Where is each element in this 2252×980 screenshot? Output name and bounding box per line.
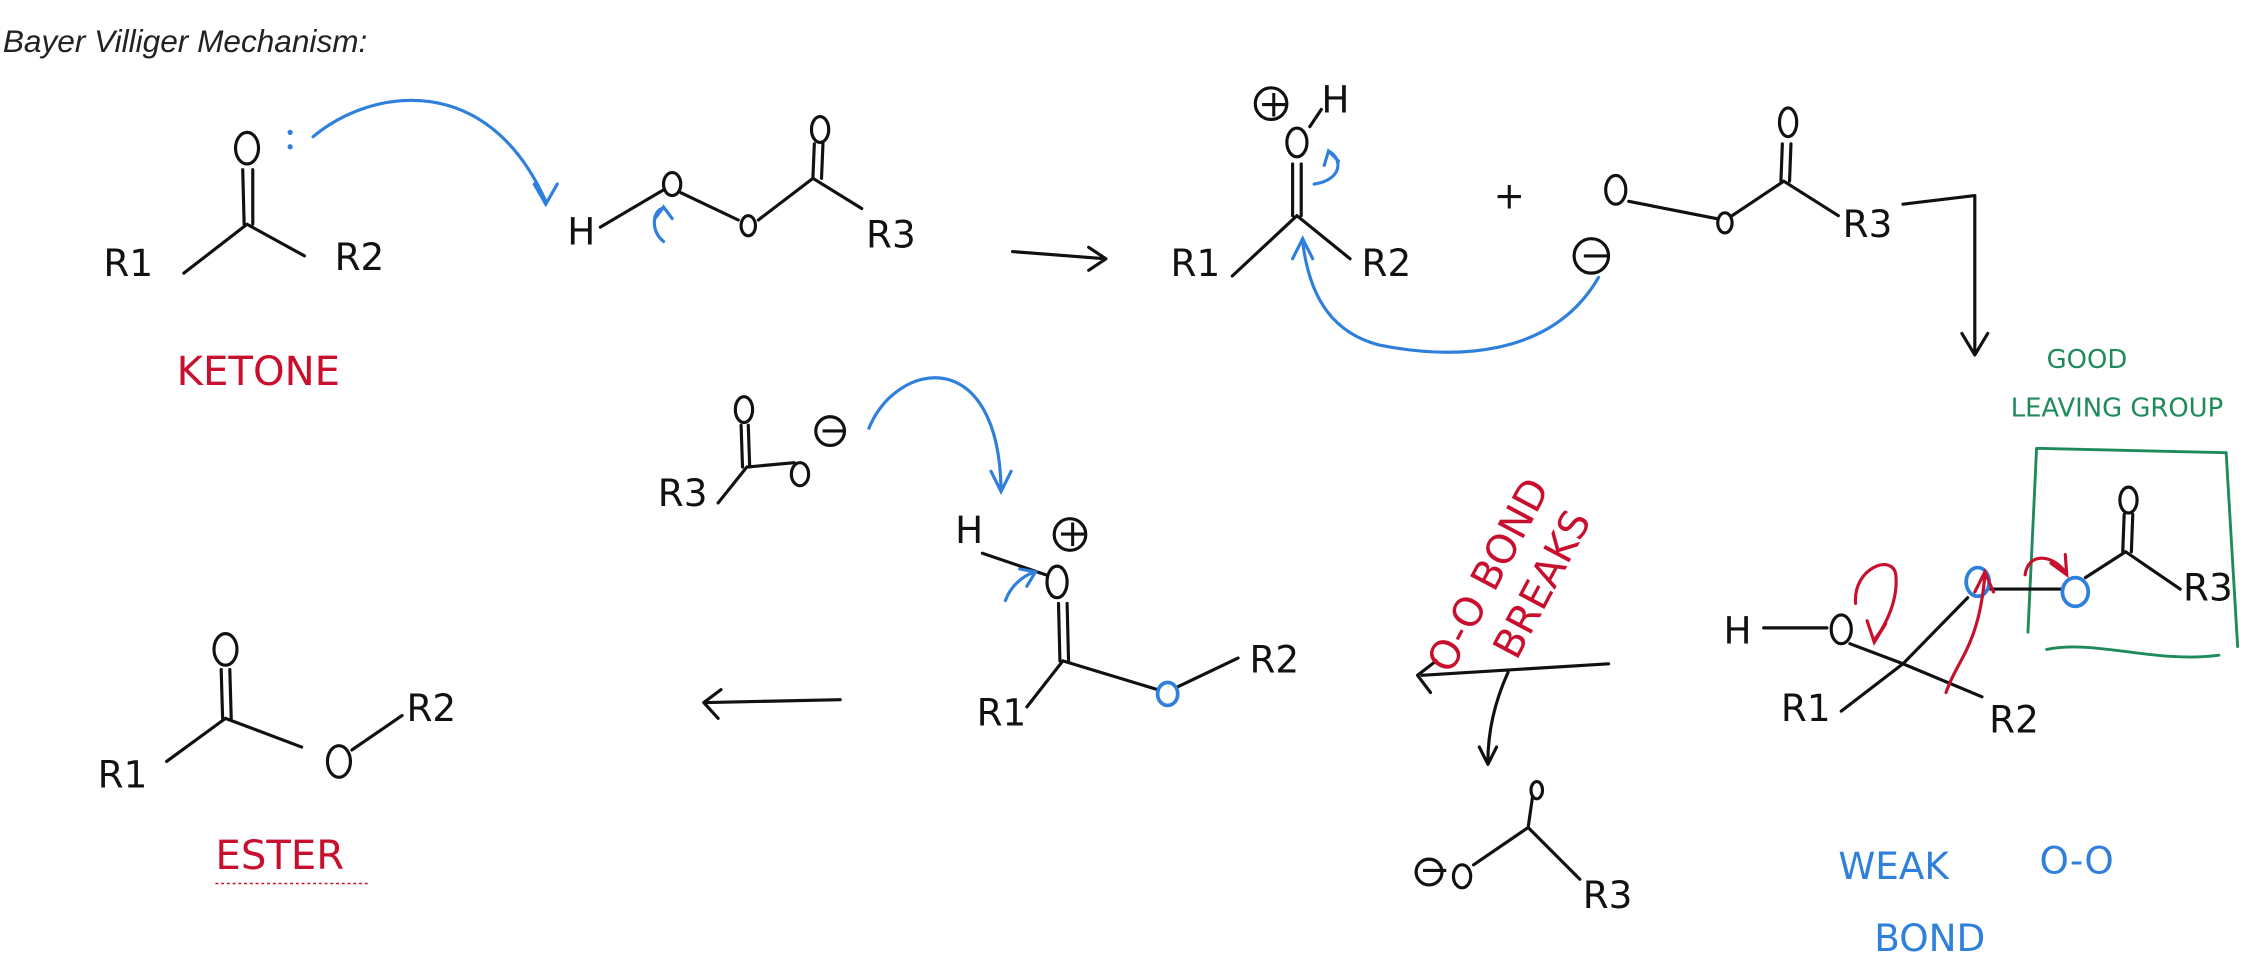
good-leaving-label: LEAVING GROUP bbox=[2011, 394, 2223, 424]
peroxycarboxylate: − R3 bbox=[1572, 106, 1893, 276]
svg-text:+: + bbox=[1258, 82, 1289, 126]
svg-text:R1: R1 bbox=[1781, 686, 1831, 730]
svg-text:−: − bbox=[819, 408, 850, 452]
protonated-ester: H + R1 R2 bbox=[955, 508, 1299, 734]
svg-text:R1: R1 bbox=[977, 691, 1027, 735]
svg-text:H: H bbox=[567, 209, 595, 253]
svg-text:H: H bbox=[955, 508, 983, 552]
curved-arrow bbox=[1291, 235, 1601, 354]
curved-arrow bbox=[311, 98, 559, 208]
page-title: Bayer Villiger Mechanism: bbox=[3, 23, 367, 59]
bond-label: BOND bbox=[1874, 916, 1985, 960]
svg-text:−: − bbox=[1419, 847, 1450, 891]
svg-text:R3: R3 bbox=[1843, 202, 1893, 246]
criegee-intermediate: H R1 R2 R3 bbox=[1723, 485, 2233, 742]
weak-label: WEAK bbox=[1838, 844, 1950, 888]
ketone-structure: R1 R2 KETONE bbox=[103, 129, 385, 395]
ketone-label: KETONE bbox=[177, 349, 340, 395]
svg-text:H: H bbox=[1723, 609, 1751, 653]
svg-text:R3: R3 bbox=[2183, 566, 2233, 610]
reaction-arrow bbox=[702, 688, 842, 720]
plus-sign: + bbox=[1494, 174, 1525, 218]
svg-text:R2: R2 bbox=[1362, 241, 1412, 285]
carboxylate-byproduct: − R3 bbox=[1414, 779, 1633, 917]
svg-text:R2: R2 bbox=[1989, 698, 2039, 742]
svg-text:R1: R1 bbox=[1171, 241, 1221, 285]
weak-oo-label: O-O bbox=[2039, 838, 2113, 882]
peracid-structure: H R3 bbox=[567, 115, 916, 256]
carboxylate-anion: − R3 bbox=[658, 395, 850, 515]
reaction-arrow bbox=[1415, 659, 1611, 766]
ester-structure: R1 R2 ESTER bbox=[98, 632, 456, 885]
leaving-group-box bbox=[2026, 446, 2240, 659]
bracket-arrow bbox=[1901, 193, 1990, 357]
svg-text:R2: R2 bbox=[335, 235, 385, 279]
svg-text:R2: R2 bbox=[406, 686, 456, 730]
svg-text:R3: R3 bbox=[866, 212, 916, 256]
svg-text:R2: R2 bbox=[1250, 637, 1300, 681]
reaction-arrow bbox=[1010, 245, 1108, 272]
ester-label: ESTER bbox=[215, 833, 344, 879]
svg-text:R3: R3 bbox=[1583, 873, 1633, 917]
protonated-ketone: + H R1 R2 bbox=[1171, 77, 1412, 285]
svg-text:H: H bbox=[1321, 77, 1349, 121]
svg-text:−: − bbox=[1580, 232, 1611, 276]
svg-text:+: + bbox=[1057, 511, 1088, 555]
svg-text:R1: R1 bbox=[98, 752, 148, 796]
curved-arrow bbox=[867, 376, 1013, 495]
good-leaving-label: GOOD bbox=[2047, 345, 2128, 375]
svg-text:R3: R3 bbox=[658, 471, 708, 515]
svg-text:R1: R1 bbox=[103, 241, 153, 285]
